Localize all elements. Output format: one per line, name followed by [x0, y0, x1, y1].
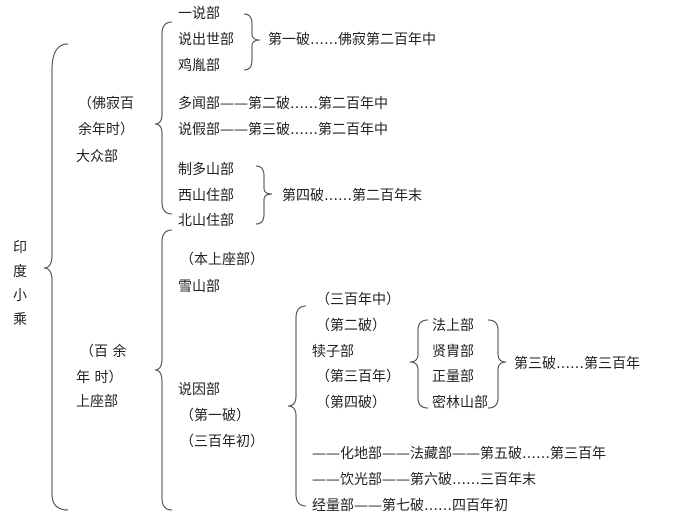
zhiduoshan-school: 制多山部 [178, 162, 234, 178]
xianzhou-school: 贤胄部 [432, 344, 474, 360]
shuoyin-school: 说因部 [178, 382, 220, 398]
zhengliang-school: 正量部 [432, 369, 474, 385]
fashang-school: 法上部 [432, 318, 474, 334]
group1-note: 第一破……佛寂第二百年中 [268, 32, 436, 48]
shuochushi-school: 说出世部 [178, 32, 234, 48]
vatsiputriya-right-brace [487, 319, 507, 409]
vatsiputriya-third-schism-note: 第三破……第三百年 [514, 356, 640, 372]
ben-shangzuo-label: （本上座部） [180, 252, 264, 268]
sthavira-label-line3: 上座部 [76, 394, 118, 410]
huadi-line: ——化地部——法藏部——第五破……第三百年 [312, 446, 606, 462]
vatsiputriya-date-line2: （第三百年） [316, 369, 400, 385]
jingliang-line: 经量部——第七破……四百年初 [312, 498, 508, 514]
shuoyin-brace [287, 305, 307, 507]
mahasanghika-label-line3: 大众部 [76, 149, 118, 165]
vatsiputriya-school: 犊子部 [312, 344, 354, 360]
mahasanghika-brace [154, 21, 173, 215]
group1-brace [243, 13, 261, 71]
vatsiputriya-second-schism: （第二破） [316, 318, 386, 334]
beishanzhu-school: 北山住部 [178, 213, 234, 229]
vatsiputriya-date-line1: （三百年中） [316, 292, 400, 308]
root-label: 印度小乘 [13, 240, 27, 328]
yinguang-line: ——饮光部——第六破……三百年末 [312, 472, 536, 488]
sthavira-label-line1: （百 余 [80, 344, 127, 360]
jiyin-school: 鸡胤部 [178, 58, 220, 74]
mahasanghika-label-line1: （佛寂百 [78, 96, 134, 112]
root-brace [43, 43, 69, 511]
group4-note: 第四破……第二百年末 [282, 188, 422, 204]
shuoyin-first-schism: （第一破） [180, 408, 250, 424]
shuojia-school: 说假部——第三破……第二百年中 [178, 122, 388, 138]
group4-brace [255, 165, 273, 225]
yishuo-school: 一说部 [178, 6, 220, 22]
milinshan-school: 密林山部 [432, 395, 488, 411]
shuoyin-date: （三百年初） [180, 434, 264, 450]
xishanzhu-school: 西山住部 [178, 188, 234, 204]
vatsiputriya-brace [409, 319, 429, 409]
mahasanghika-label-line2: 余年时） [78, 122, 134, 138]
xueshan-school: 雪山部 [178, 279, 220, 295]
duowen-school: 多闻部——第二破……第二百年中 [178, 96, 388, 112]
sthavira-brace [154, 229, 173, 511]
sthavira-label-line2: 年 时） [76, 370, 123, 386]
vatsiputriya-fourth-schism: （第四破） [316, 395, 386, 411]
